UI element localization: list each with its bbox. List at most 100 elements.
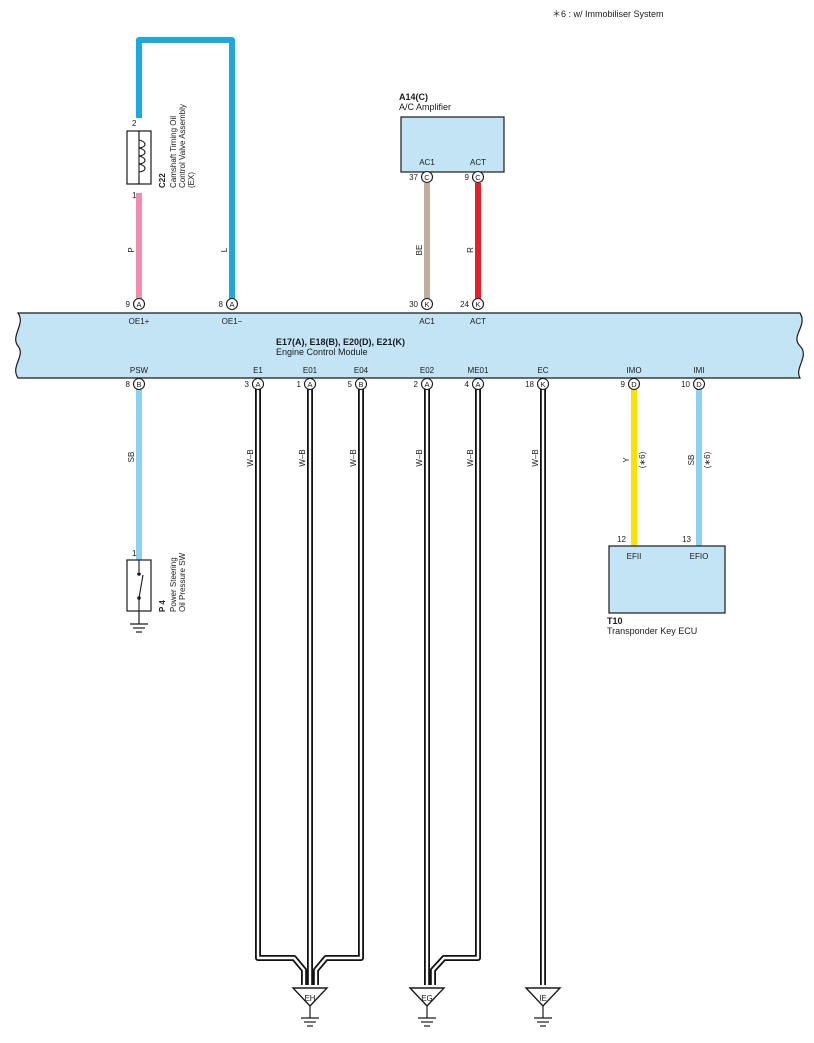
wire-label-p: P: [127, 247, 136, 252]
svg-text:3: 3: [245, 380, 250, 389]
wire-label-e02: W–B: [415, 449, 424, 466]
svg-text:PSW: PSW: [130, 366, 149, 375]
ecm-pin-ec: EC K 18: [525, 366, 550, 391]
ecm-pin-e01: E01 A 1: [297, 366, 318, 391]
wire-label-e01: W–B: [298, 449, 307, 466]
svg-text:EC: EC: [537, 366, 548, 375]
svg-text:8: 8: [219, 300, 224, 309]
wire-e04: [313, 389, 364, 985]
svg-text:A: A: [136, 300, 141, 309]
wire-label-sb: SB: [127, 452, 136, 463]
t10-term-efio: EFIO: [690, 552, 709, 561]
a14-pin-37: C: [420, 170, 434, 184]
component-a14: A14(C) A/C Amplifier AC1 ACT C 37 C 9: [399, 92, 505, 184]
wire-labels: P L BE R SB W–B W–B W–B W–B W–B W–B Y (∗…: [127, 245, 712, 469]
ground-icon: [301, 1006, 319, 1027]
svg-text:E01: E01: [303, 366, 318, 375]
svg-text:AC1: AC1: [419, 317, 435, 326]
svg-text:ME01: ME01: [468, 366, 489, 375]
a14-pin-9: C: [471, 170, 485, 184]
svg-text:OE1−: OE1−: [222, 317, 243, 326]
component-t10: 12 13 EFII EFIO T10 Transponder Key ECU: [607, 535, 726, 636]
a14-name: A/C Amplifier: [399, 102, 451, 112]
ground-label-eg: EG: [421, 994, 433, 1003]
svg-text:18: 18: [525, 380, 534, 389]
wire-tag-imo: (∗6): [638, 451, 647, 468]
ground-label-eh: EH: [304, 994, 315, 1003]
svg-text:IMI: IMI: [693, 366, 704, 375]
t10-pin-13: 13: [682, 535, 691, 544]
svg-text:ACT: ACT: [470, 317, 486, 326]
c22-pin-1: 1: [132, 191, 137, 200]
svg-text:30: 30: [409, 300, 418, 309]
note-text: ＊6 : w/ Immobiliser System: [552, 9, 664, 19]
svg-text:A: A: [424, 380, 429, 389]
ecm-name: Engine Control Module: [276, 347, 368, 357]
t10-pin-12: 12: [617, 535, 626, 544]
p4-pin-1: 1: [132, 549, 137, 558]
ecm-pin-imi: IMI D 10: [681, 366, 706, 391]
wire-me01: [430, 389, 481, 985]
svg-text:10: 10: [681, 380, 690, 389]
svg-text:B: B: [136, 380, 141, 389]
wire-label-y: Y: [622, 457, 631, 463]
ecm-pin-e1: E1 A 3: [245, 366, 265, 391]
ground-wires: [255, 389, 546, 985]
ground-icon: [534, 1006, 552, 1027]
svg-text:D: D: [696, 380, 702, 389]
a14-pin-9-num: 9: [465, 173, 470, 182]
t10-name: Transponder Key ECU: [607, 626, 697, 636]
a14-term-act: ACT: [470, 158, 486, 167]
component-p4: 1 P 4 Power Steering Oil Pressure SW: [126, 549, 187, 633]
p4-code: P 4: [158, 600, 167, 612]
svg-text:9: 9: [126, 300, 131, 309]
svg-text:24: 24: [460, 300, 469, 309]
svg-text:D: D: [631, 380, 637, 389]
svg-text:C: C: [424, 173, 430, 182]
wire-label-e04: W–B: [349, 449, 358, 466]
svg-text:OE1+: OE1+: [129, 317, 150, 326]
ground-eg: EG: [408, 987, 446, 1027]
svg-text:E1: E1: [253, 366, 263, 375]
wire-label-be: BE: [415, 245, 424, 256]
t10-code: T10: [607, 616, 623, 626]
wire-label-me01: W–B: [466, 449, 475, 466]
ecm-pin-oe1-plus: A 9 OE1+: [126, 297, 150, 326]
svg-text:4: 4: [465, 380, 470, 389]
ecm-bottom-pins: PSW B 8 E1 A 3 E01 A 1 E04 B 5 E02 A 2 M…: [126, 366, 706, 391]
wire-oe1-minus: [136, 37, 235, 304]
a14-body: [400, 116, 505, 173]
ground-ie: IE: [524, 987, 562, 1027]
svg-text:B: B: [358, 380, 363, 389]
svg-text:K: K: [424, 300, 429, 309]
p4-name-line2: Oil Pressure SW: [178, 552, 187, 612]
svg-text:K: K: [540, 380, 545, 389]
svg-text:E04: E04: [354, 366, 369, 375]
c22-code: C22: [158, 173, 167, 188]
ecm-code: E17(A), E18(B), E20(D), E21(K): [276, 337, 405, 347]
a14-pin-37-num: 37: [409, 173, 418, 182]
ecm-pin-psw: PSW B 8: [126, 366, 149, 391]
svg-text:9: 9: [621, 380, 626, 389]
coil-icon: [138, 139, 146, 175]
c22-pin-2: 2: [132, 119, 137, 128]
ecm-pin-e02: E02 A 2: [414, 366, 435, 391]
a14-code: A14(C): [399, 92, 428, 102]
wire-label-r: R: [466, 247, 475, 253]
svg-text:1: 1: [297, 380, 302, 389]
ecm-body: [15, 312, 804, 379]
ecm-pin-imo: IMO D 9: [621, 366, 642, 391]
svg-text:E02: E02: [420, 366, 435, 375]
p4-ground-icon: [130, 611, 148, 633]
ground-icon: [418, 1006, 436, 1027]
svg-text:A: A: [255, 380, 260, 389]
svg-text:K: K: [475, 300, 480, 309]
ground-label-ie: IE: [539, 994, 547, 1003]
ecm-pin-ac1: K 30 AC1: [409, 297, 435, 326]
t10-body: [608, 545, 726, 614]
svg-text:IMO: IMO: [626, 366, 641, 375]
t10-term-efii: EFII: [627, 552, 642, 561]
component-ecm: E17(A), E18(B), E20(D), E21(K) Engine Co…: [15, 312, 804, 379]
ecm-pin-me01: ME01 A 4: [465, 366, 489, 391]
